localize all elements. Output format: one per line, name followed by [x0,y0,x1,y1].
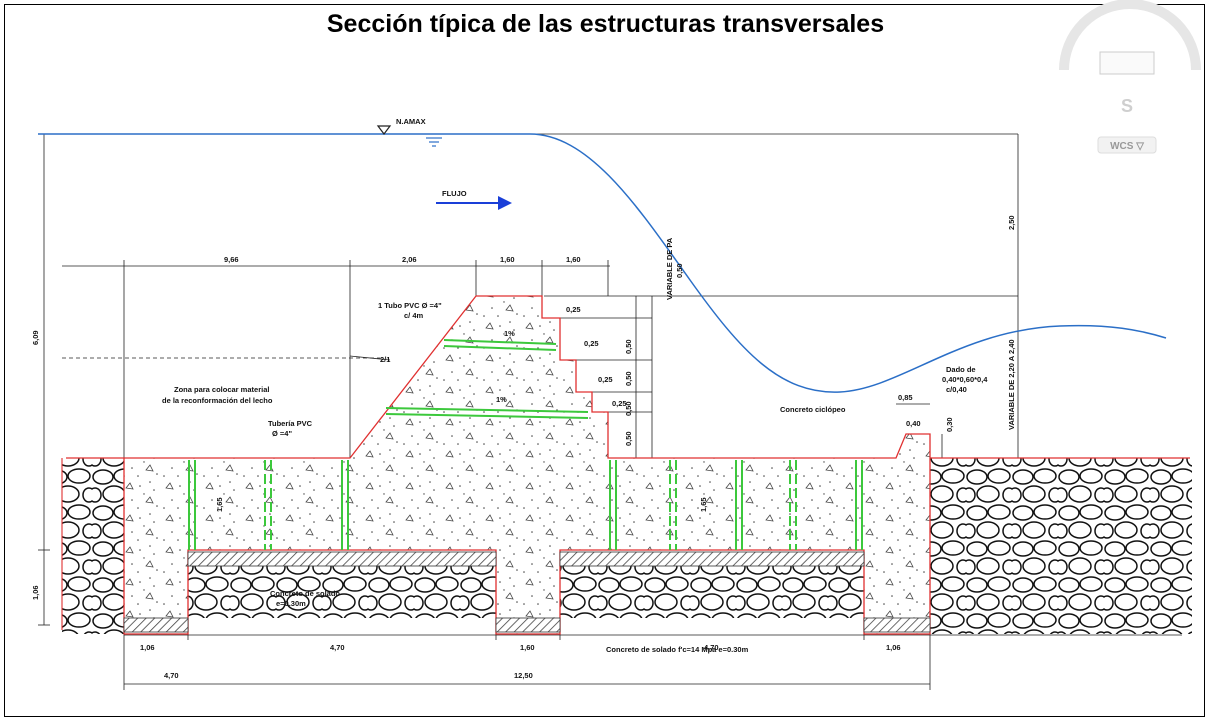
dim-right-top: 2,50 [1007,215,1016,230]
flow-arrow-head [498,196,512,210]
dim-bot-1: 1,06 [140,643,155,652]
label-water-level: N.AMAX [396,117,426,126]
water-surface [38,133,1167,393]
dim-left-height: 6,09 [31,330,40,345]
label-dentil-sub2: c/0,40 [946,385,967,394]
label-slope-2: 1% [496,395,507,404]
dim-vert-4: 0,50 [624,431,633,446]
dim-bot-5: 1,06 [886,643,901,652]
dim-bot-4: 4,70 [704,643,719,652]
rock-fill-left [62,458,124,634]
figure-frame [4,4,1205,717]
dim-step-3: 0,25 [598,375,613,384]
label-pipe-left: Tubería PVC [268,419,313,428]
dim-right-small: 0,30 [945,417,954,432]
dim-depth-a: 1,65 [215,497,224,512]
hatch-band-left [187,551,497,567]
dim-top-2: 2,06 [402,255,417,264]
label-cleaning-bottom: Concreto de solado f'c=14 Mpa e=0.30m [606,645,749,654]
label-flow: FLUJO [442,189,467,198]
dim-bot-4-70-a: 4,70 [164,671,179,680]
dim-dentil-w: 0,85 [898,393,913,402]
label-zone-sub: de la reconformación del lecho [162,396,273,405]
rock-fill-right [930,458,1192,634]
label-pipe-top: 1 Tubo PVC Ø =4" [378,301,442,310]
rock-fill-mid-right [560,566,864,618]
dim-depth-b: 1,65 [699,497,708,512]
label-pipe-left-sub: Ø =4" [272,429,292,438]
figure-title: Sección típica de las estructuras transv… [326,10,885,38]
dim-bot-2: 4,70 [330,643,345,652]
label-slope-1: 1% [504,329,515,338]
label-dentil-sub1: 0,40*0,60*0,4 [942,375,988,384]
dim-top-4: 1,60 [566,255,581,264]
dim-left-low: 1,06 [31,585,40,600]
compass-south: S [1121,96,1133,116]
dim-bot-3: 1,60 [520,643,535,652]
label-variable-de-pa: VARIABLE DE PA [665,237,674,300]
dim-vert-1: 0,50 [624,339,633,354]
dim-step-4: 0,25 [612,399,627,408]
label-slope-ratio: 2/1 [380,355,390,364]
drain-pipes [188,339,863,550]
dim-vert-3: 0,50 [624,401,633,416]
water-level-symbol [376,125,442,147]
view-cube[interactable]: S WCS ▽ [1059,0,1201,154]
dim-vert-2: 0,50 [624,371,633,386]
label-cleaning-left: Concreto de solado [270,589,340,598]
label-variable-right: VARIABLE DE 2,20 A 2,40 [1007,339,1016,430]
label-pipe-top-sub: c/ 4m [404,311,424,320]
label-cleaning-left-sub: e=0.30m [276,599,306,608]
dim-dentil-w2: 0,40 [906,419,921,428]
hatch-foot-2 [495,617,561,633]
wcs-button[interactable]: WCS ▽ [1110,141,1144,152]
dim-step-1: 0,25 [566,305,581,314]
concrete-body [123,295,931,635]
hatch-foot-3 [863,617,931,633]
dim-top-1: 9,66 [224,255,239,264]
hatch-foot-1 [123,617,189,633]
label-dentil: Dado de [946,365,976,374]
dim-total: 12,50 [514,671,533,680]
hatch-band-right [559,551,865,567]
dim-variable-val: 0,50 [675,263,684,278]
label-cyclopean: Concreto ciclópeo [780,405,846,414]
label-zone: Zona para colocar material [174,385,269,394]
dim-step-2: 0,25 [584,339,599,348]
dim-top-3: 1,60 [500,255,515,264]
rock-fill-mid-left [188,566,496,618]
